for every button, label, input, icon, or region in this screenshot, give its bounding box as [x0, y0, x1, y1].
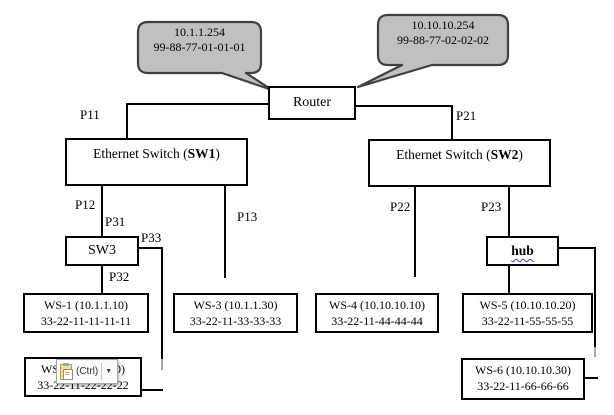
connector-router-sw2-h: [354, 105, 453, 107]
ws6-mac: 33-22-11-66-66-66: [477, 378, 569, 393]
paste-options-label: (Ctrl): [76, 366, 99, 377]
node-ws5: WS-5 (10.10.10.20) 33-22-11-55-55-55: [462, 293, 593, 333]
node-ws4: WS-4 (10.10.10.10) 33-22-11-44-44-44: [315, 293, 439, 333]
node-ws3: WS-3 (10.1.1.30) 33-22-11-33-33-33: [173, 293, 298, 333]
sw2-label-prefix: Ethernet Switch (: [396, 147, 491, 162]
sw2-label-bold: SW2: [490, 147, 519, 162]
port-label-p31: P31: [105, 214, 126, 229]
sw1-label-suffix: ): [215, 146, 220, 161]
connector-sw2-hub-p23: [508, 187, 510, 236]
connector-p33-v: [161, 247, 163, 359]
connector-hub-right-v: [594, 247, 596, 347]
connector-hub-ws5: [508, 266, 510, 293]
port-label-p11: P11: [80, 107, 100, 122]
ws5-name-ip: WS-5 (10.10.10.20): [479, 298, 576, 312]
clipboard-icon: [60, 363, 73, 380]
connector-p33-v-tail: [161, 359, 163, 370]
node-router: Router: [268, 86, 356, 120]
connector-hub-right-h: [558, 247, 596, 249]
node-hub: hub: [486, 236, 559, 266]
ws5-mac: 33-22-11-55-55-55: [481, 313, 574, 328]
ws3-mac: 33-22-11-33-33-33: [189, 313, 282, 328]
callout-right-bubble: [356, 13, 510, 89]
node-switch-sw1: Ethernet Switch (SW1): [65, 138, 248, 186]
ws4-mac: 33-22-11-44-44-44: [331, 313, 423, 328]
router-mac-left: 99-88-77-01-01-01: [153, 40, 246, 54]
paste-options-button[interactable]: (Ctrl) ▼: [56, 359, 118, 384]
callout-left-bubble: [136, 20, 274, 92]
ws4-name-ip: WS-4 (10.10.10.10): [329, 298, 425, 312]
router-ip-right: 10.10.10.254: [411, 18, 475, 32]
paste-options-divider: [101, 363, 103, 380]
callout-left-text: 10.1.1.254 99-88-77-01-01-01: [138, 25, 261, 55]
node-ws1: WS-1 (10.1.1.10) 33-22-11-11-11-11: [23, 293, 149, 333]
connector-ws2-stub: [141, 389, 163, 391]
connector-sw3-ws1-p32: [101, 266, 103, 293]
router-ip-left: 10.1.1.254: [174, 25, 225, 39]
port-label-p32: P32: [109, 269, 130, 284]
ws6-name-ip: WS-6 (10.10.10.30): [475, 363, 571, 377]
sw3-label: SW3: [88, 243, 116, 258]
port-label-p21: P21: [456, 108, 477, 123]
port-label-p12: P12: [75, 197, 96, 212]
router-label: Router: [292, 95, 332, 110]
callout-right-text: 10.10.10.254 99-88-77-02-02-02: [378, 18, 508, 48]
port-label-p22: P22: [390, 199, 411, 214]
connector-sw2-p22: [414, 187, 416, 277]
port-label-p23: P23: [481, 199, 502, 214]
router-mac-right: 99-88-77-02-02-02: [397, 33, 489, 47]
sw2-label-suffix: ): [518, 147, 523, 162]
connector-sw3-p33-h: [139, 247, 163, 249]
ws1-mac: 33-22-11-11-11-11: [40, 313, 132, 328]
ws3-name-ip: WS-3 (10.1.1.30): [193, 298, 278, 312]
ws1-name-ip: WS-1 (10.1.1.10): [44, 298, 128, 312]
connector-router-sw1-v: [126, 103, 128, 138]
sw1-label-bold: SW1: [187, 146, 216, 161]
connector-router-sw2-v: [451, 105, 453, 139]
hub-label: hub: [511, 243, 534, 258]
node-switch-sw2: Ethernet Switch (SW2): [368, 139, 551, 187]
node-ws6: WS-6 (10.10.10.30) 33-22-11-66-66-66: [461, 358, 585, 400]
connector-ws6-stub: [584, 377, 598, 379]
port-label-p13: P13: [237, 209, 258, 224]
connector-sw1-sw3-p12: [101, 186, 103, 236]
connector-sw1-p13: [224, 186, 226, 278]
port-label-p33: P33: [141, 230, 162, 245]
connector-hub-right-v-tail: [594, 347, 596, 357]
sw1-label-prefix: Ethernet Switch (: [93, 146, 188, 161]
chevron-down-icon[interactable]: ▼: [105, 368, 113, 375]
connector-router-sw1-h: [126, 103, 268, 105]
node-switch-sw3: SW3: [65, 236, 139, 266]
